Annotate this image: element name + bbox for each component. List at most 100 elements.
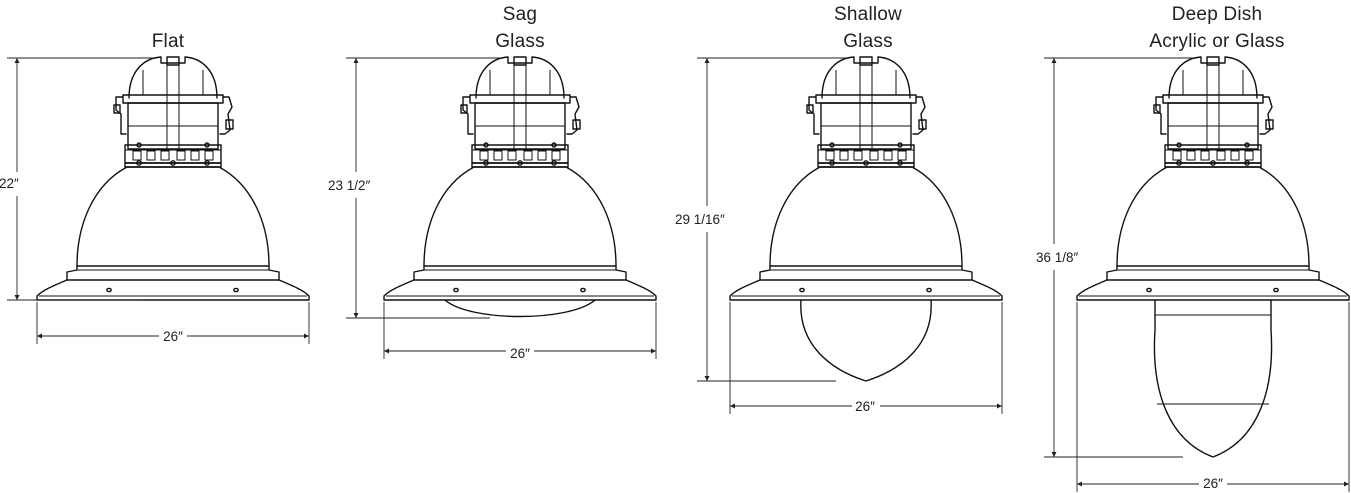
collar-slot: [839, 150, 849, 161]
upper-band: [122, 94, 224, 104]
bolt: [1176, 142, 1182, 148]
arrowhead: [1051, 58, 1057, 63]
reflector-dome: [423, 166, 617, 267]
arrowhead: [1051, 452, 1057, 457]
height-dimension-label: 23 1/2″: [328, 178, 371, 193]
fixture-title-line-1: Flat: [152, 31, 185, 52]
fixture-drawing: [729, 56, 1003, 382]
reflector-rim: [66, 265, 280, 281]
collar-slot: [160, 150, 170, 161]
latch-left: [115, 96, 127, 135]
latch-right-clip: [1265, 119, 1274, 130]
fixture-sag-glass: Sag Glass 23 1/2″ 26″: [328, 4, 657, 361]
height-dimension-label: 22″: [0, 176, 19, 191]
fixture-title-line-2: Acrylic or Glass: [1149, 31, 1284, 52]
upper-band: [1162, 94, 1264, 104]
arrowhead: [14, 295, 20, 300]
reflector-dome: [769, 166, 963, 267]
width-dimension-label: 26″: [855, 399, 875, 414]
sag-glass-lens: [444, 299, 596, 318]
latch-right-clip: [225, 119, 234, 130]
latch-right: [566, 96, 580, 135]
arrowhead: [1077, 481, 1082, 487]
collar-slot: [883, 150, 893, 161]
collar-slot: [551, 150, 561, 161]
dimension-lines: [1044, 57, 1350, 492]
collar-slot: [897, 150, 907, 161]
latch-left: [1155, 96, 1167, 135]
latch-left-clip: [1153, 104, 1161, 114]
latch-left-clip: [460, 104, 468, 114]
fixture-title-line-2: Glass: [495, 31, 545, 52]
latch-left: [462, 96, 474, 135]
brim-hole: [799, 287, 805, 293]
collar-slot: [507, 150, 517, 161]
collar-slot: [176, 150, 186, 161]
bolt: [551, 142, 557, 148]
brim: [729, 279, 1003, 301]
collar-slot: [537, 150, 547, 161]
latch-left-clip: [806, 104, 814, 114]
height-dimension-label: 29 1/16″: [675, 212, 725, 227]
bolt: [1244, 142, 1250, 148]
reflector-dome: [1116, 166, 1310, 267]
latch-right: [1259, 96, 1273, 135]
dimension-lines: [346, 57, 657, 359]
latch-right-clip: [572, 119, 581, 130]
collar-slot: [1216, 150, 1226, 161]
latch-left: [808, 96, 820, 135]
dimension-lines: [697, 57, 1003, 414]
latch-right: [912, 96, 926, 135]
arrowhead: [353, 58, 359, 63]
fixture-title-line-1: Shallow: [834, 4, 902, 25]
bolt: [204, 142, 210, 148]
collar-slot: [853, 150, 863, 161]
latch-right: [219, 96, 233, 135]
collar-slot: [1200, 150, 1210, 161]
collar-slot: [190, 150, 200, 161]
fixture-drawing: [1076, 56, 1350, 458]
collar-slot: [523, 150, 533, 161]
dimension-lines: [7, 57, 310, 344]
bolt: [136, 142, 142, 148]
brim: [36, 279, 310, 301]
arrowhead: [304, 333, 309, 339]
latch-right-clip: [918, 119, 927, 130]
collar-slot: [1230, 150, 1240, 161]
brim: [383, 279, 657, 301]
collar-slot: [479, 150, 489, 161]
brim-hole: [106, 287, 112, 293]
fixture-drawing: [36, 56, 310, 301]
reflector-rim: [413, 265, 627, 281]
brim-hole: [580, 287, 586, 293]
height-dimension-label: 36 1/8″: [1036, 250, 1079, 265]
fixture-drawing: [383, 56, 657, 318]
cap-dome: [1168, 56, 1258, 99]
collar-slot: [204, 150, 214, 161]
deep-dish-lens: [1153, 299, 1273, 458]
upper-band: [815, 94, 917, 104]
collar-slot: [493, 150, 503, 161]
shallow-glass-lens: [800, 299, 932, 382]
collar-slot: [1186, 150, 1196, 161]
arrowhead: [704, 58, 710, 63]
brim-hole: [1273, 287, 1279, 293]
bolt: [897, 142, 903, 148]
fixture-title-line-2: Glass: [843, 31, 893, 52]
cap-dome: [475, 56, 565, 99]
fixture-deep-dish: Deep Dish Acrylic or Glass 36 1/8″ 26″: [1036, 4, 1350, 492]
cap-finial: [513, 56, 527, 66]
fixture-flat: Flat 22″ 26″: [0, 31, 310, 344]
brim: [1076, 279, 1350, 301]
collar-slot: [132, 150, 142, 161]
arrowhead: [14, 58, 20, 63]
bolt: [483, 142, 489, 148]
cap-finial: [166, 56, 180, 66]
reflector-dome: [76, 166, 270, 267]
cap-dome: [821, 56, 911, 99]
width-dimension-label: 26″: [163, 329, 183, 344]
bolt: [829, 142, 835, 148]
reflector-rim: [1106, 265, 1320, 281]
cap-finial: [1206, 56, 1220, 66]
collar-slot: [825, 150, 835, 161]
